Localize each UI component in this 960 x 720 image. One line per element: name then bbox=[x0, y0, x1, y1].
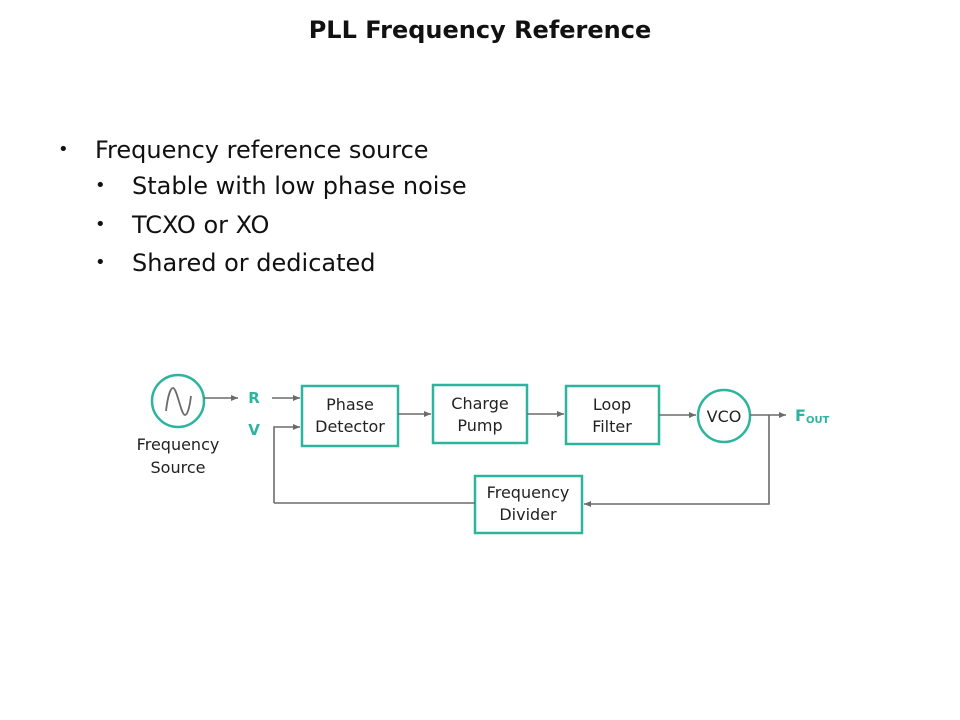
charge-pump-label-2: Pump bbox=[457, 416, 502, 435]
output-label-main: F bbox=[795, 406, 806, 425]
v-to-phase-detector-arrow bbox=[273, 424, 300, 503]
phase-detector-label-2: Detector bbox=[315, 417, 385, 436]
output-label-sub: OUT bbox=[806, 415, 830, 426]
input-r-label: R bbox=[248, 389, 260, 407]
sine-wave-icon bbox=[165, 387, 192, 416]
charge-pump-block: Charge Pump bbox=[431, 383, 529, 445]
charge-pump-label-1: Charge bbox=[451, 394, 508, 413]
bullet-item: Frequency reference source bbox=[58, 133, 467, 167]
frequency-source: Frequency Source bbox=[137, 373, 220, 477]
sub-bullet-item: Shared or dedicated bbox=[95, 244, 467, 283]
sub-bullet-text: Shared or dedicated bbox=[132, 249, 376, 277]
sub-bullet-text: Stable with low phase noise bbox=[132, 172, 467, 200]
sub-bullet-item: Stable with low phase noise bbox=[95, 167, 467, 206]
frequency-source-label-2: Source bbox=[151, 458, 206, 477]
bullet-text: Frequency reference source bbox=[95, 136, 429, 164]
output-label: FOUT bbox=[795, 406, 830, 426]
sub-bullet-text: TCXO or XO bbox=[132, 210, 270, 239]
vco-to-divider-feedback bbox=[584, 415, 770, 507]
input-v-label: V bbox=[248, 421, 260, 439]
frequency-divider-block: Frequency Divider bbox=[473, 474, 584, 535]
frequency-divider-label-1: Frequency bbox=[487, 483, 570, 502]
vco-block: VCO bbox=[696, 388, 752, 444]
phase-detector-label-1: Phase bbox=[326, 395, 374, 414]
loop-filter-block: Loop Filter bbox=[564, 384, 661, 446]
bullet-list: Frequency reference source Stable with l… bbox=[58, 133, 467, 283]
slide-title: PLL Frequency Reference bbox=[308, 16, 652, 44]
sub-bullet-item: TCXO or XO bbox=[95, 206, 467, 245]
frequency-source-label-1: Frequency bbox=[137, 435, 220, 454]
phase-detector-block: Phase Detector bbox=[300, 384, 400, 448]
frequency-divider-label-2: Divider bbox=[499, 505, 557, 524]
loop-filter-label-2: Filter bbox=[592, 417, 632, 436]
loop-filter-label-1: Loop bbox=[593, 395, 631, 414]
vco-label: VCO bbox=[707, 407, 742, 426]
